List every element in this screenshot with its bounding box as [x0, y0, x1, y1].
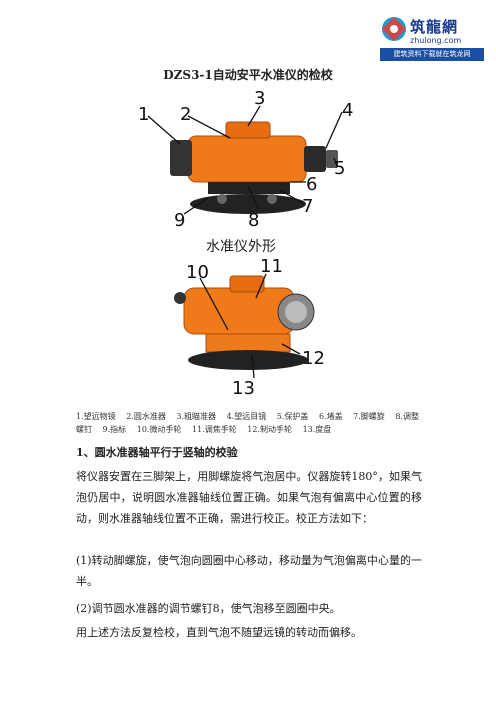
callout-2: 2 — [180, 104, 191, 125]
legend-item: 5.保护盖 — [276, 412, 309, 421]
level-instrument-figure-2: 10 11 12 13 — [174, 258, 325, 399]
figure1-caption: 水准仪外形 — [206, 239, 276, 255]
legend-item: 2.圆水准器 — [126, 412, 166, 421]
zhulong-logo: 筑龍網 zhulong.com 建筑资料下载就在筑龙网 — [380, 14, 484, 62]
logo-brand: 筑龍網 — [410, 18, 459, 36]
callout-9: 9 — [174, 210, 185, 231]
logo-url: zhulong.com — [410, 36, 462, 45]
callout-leaders — [147, 105, 343, 215]
callout-12: 12 — [302, 348, 325, 369]
callout-1: 1 — [138, 104, 149, 125]
legend-item: 1.望远物镜 — [76, 412, 116, 421]
legend-item: 13.度盘 — [302, 425, 332, 434]
callout-10: 10 — [186, 262, 209, 283]
callout-8: 8 — [248, 210, 259, 231]
legend-item: 8.调整螺钉 — [76, 412, 419, 434]
paragraph-3: (2)调节圆水准器的调节螺钉8，使气泡移至圆圈中央。 — [76, 602, 341, 615]
callout-13: 13 — [232, 378, 255, 399]
legend-item: 10.微动手轮 — [136, 425, 182, 434]
section-heading: 1、圆水准器轴平行于竖轴的校验 — [76, 446, 238, 459]
callout-7: 7 — [302, 196, 313, 217]
page-title: DZS3-1自动安平水准仪的检校 — [163, 68, 333, 82]
instrument-body-2 — [174, 275, 315, 370]
instrument-body — [170, 121, 338, 214]
logo-mark-icon — [382, 17, 406, 41]
callout-leaders-2 — [199, 273, 301, 379]
logo-slogan: 建筑资料下载就在筑龙网 — [380, 48, 484, 61]
legend-item: 7.脚螺旋 — [353, 412, 385, 421]
callout-4: 4 — [342, 100, 353, 121]
legend-item: 3.粗瞄准器 — [176, 412, 217, 421]
callout-3: 3 — [254, 88, 265, 109]
level-instrument-figure: 1 2 3 4 5 6 7 8 9 — [138, 88, 353, 231]
paragraph-2: (1)转动脚螺旋，使气泡向圆圈中心移动，移动量为气泡偏离中心量的一半。 — [76, 554, 422, 588]
parts-legend: 1.望远物镜 2.圆水准器 3.粗瞄准器 4.望远目镜 5.保护盖 6.堵盖 7… — [76, 410, 422, 436]
legend-item: 6.堵盖 — [318, 412, 343, 421]
callout-11: 11 — [260, 258, 283, 277]
legend-item: 12.制动手轮 — [247, 425, 293, 434]
legend-item: 4.望远目镜 — [226, 412, 267, 421]
paragraph-4: 用上述方法反复检校，直到气泡不随望远镜的转动而偏移。 — [76, 626, 362, 639]
legend-item: 11.调焦手轮 — [192, 425, 237, 434]
legend-item: 9.指标 — [102, 425, 127, 434]
paragraph-1: 将仪器安置在三脚架上，用脚螺旋将气泡居中。仪器旋转180°，如果气泡仍居中，说明… — [76, 470, 422, 525]
callout-5: 5 — [334, 158, 345, 179]
callout-6: 6 — [306, 174, 317, 195]
